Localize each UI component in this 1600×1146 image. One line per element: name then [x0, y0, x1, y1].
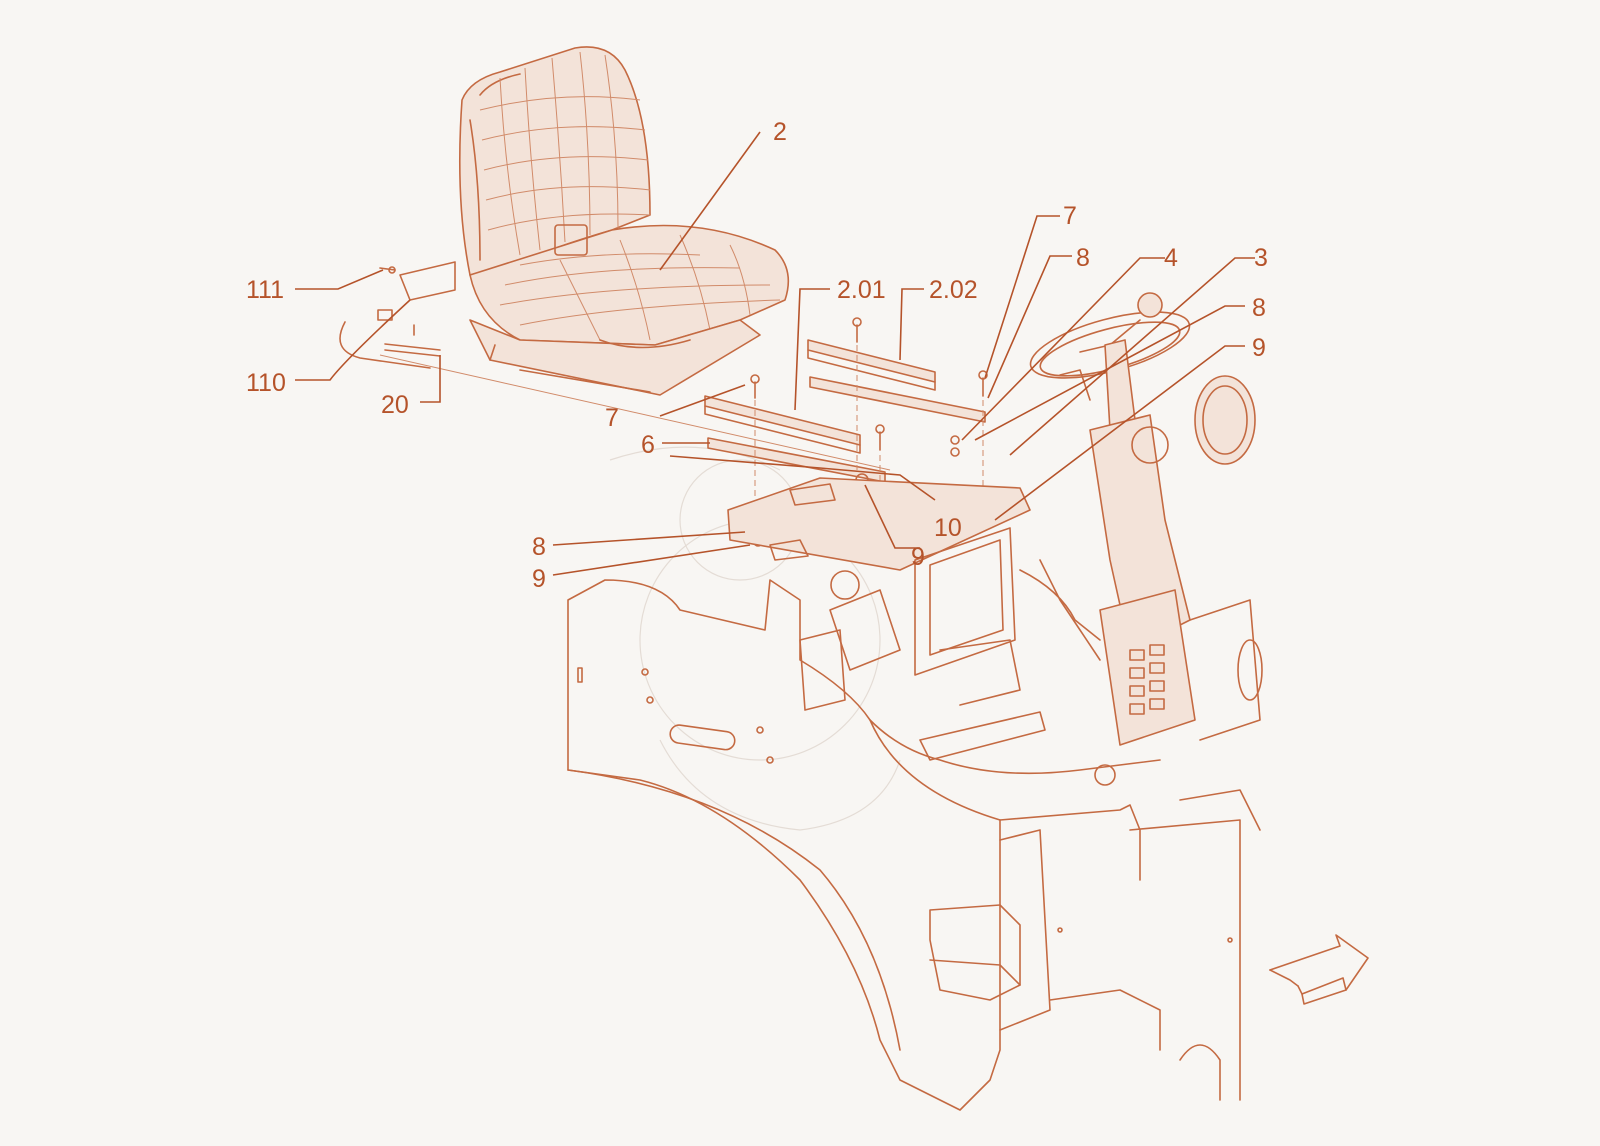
callout-labels: 2 2.01 2.02 7 8 4 3 8 9 111 110 20 7 6 1… — [246, 118, 1268, 593]
callout-110: 110 — [246, 369, 286, 397]
callout-9-right: 9 — [1252, 334, 1266, 362]
callout-8-left: 8 — [532, 533, 546, 561]
callout-9-center: 9 — [911, 543, 925, 571]
leader-lines — [295, 131, 1255, 576]
direction-arrow-icon — [1269, 934, 1369, 1005]
seat-icon — [458, 46, 790, 396]
callout-6: 6 — [641, 431, 655, 459]
callout-4: 4 — [1164, 244, 1178, 272]
callout-8-top: 8 — [1076, 244, 1090, 272]
callout-2: 2 — [773, 118, 787, 146]
callout-20: 20 — [381, 391, 409, 419]
callout-7-mid: 7 — [605, 404, 619, 432]
callout-2-02: 2.02 — [929, 276, 978, 304]
callout-2-01: 2.01 — [837, 276, 886, 304]
steering-wheel-icon — [1029, 292, 1263, 786]
callout-3: 3 — [1254, 244, 1268, 272]
callout-9-left: 9 — [532, 565, 546, 593]
callout-111: 111 — [246, 276, 284, 304]
callout-10: 10 — [934, 514, 962, 542]
seat-rails — [704, 317, 988, 547]
seat-switch-parts — [339, 261, 891, 471]
callout-8-right: 8 — [1252, 294, 1266, 322]
machine-frame — [567, 477, 1261, 1111]
callout-7-top: 7 — [1063, 202, 1077, 230]
